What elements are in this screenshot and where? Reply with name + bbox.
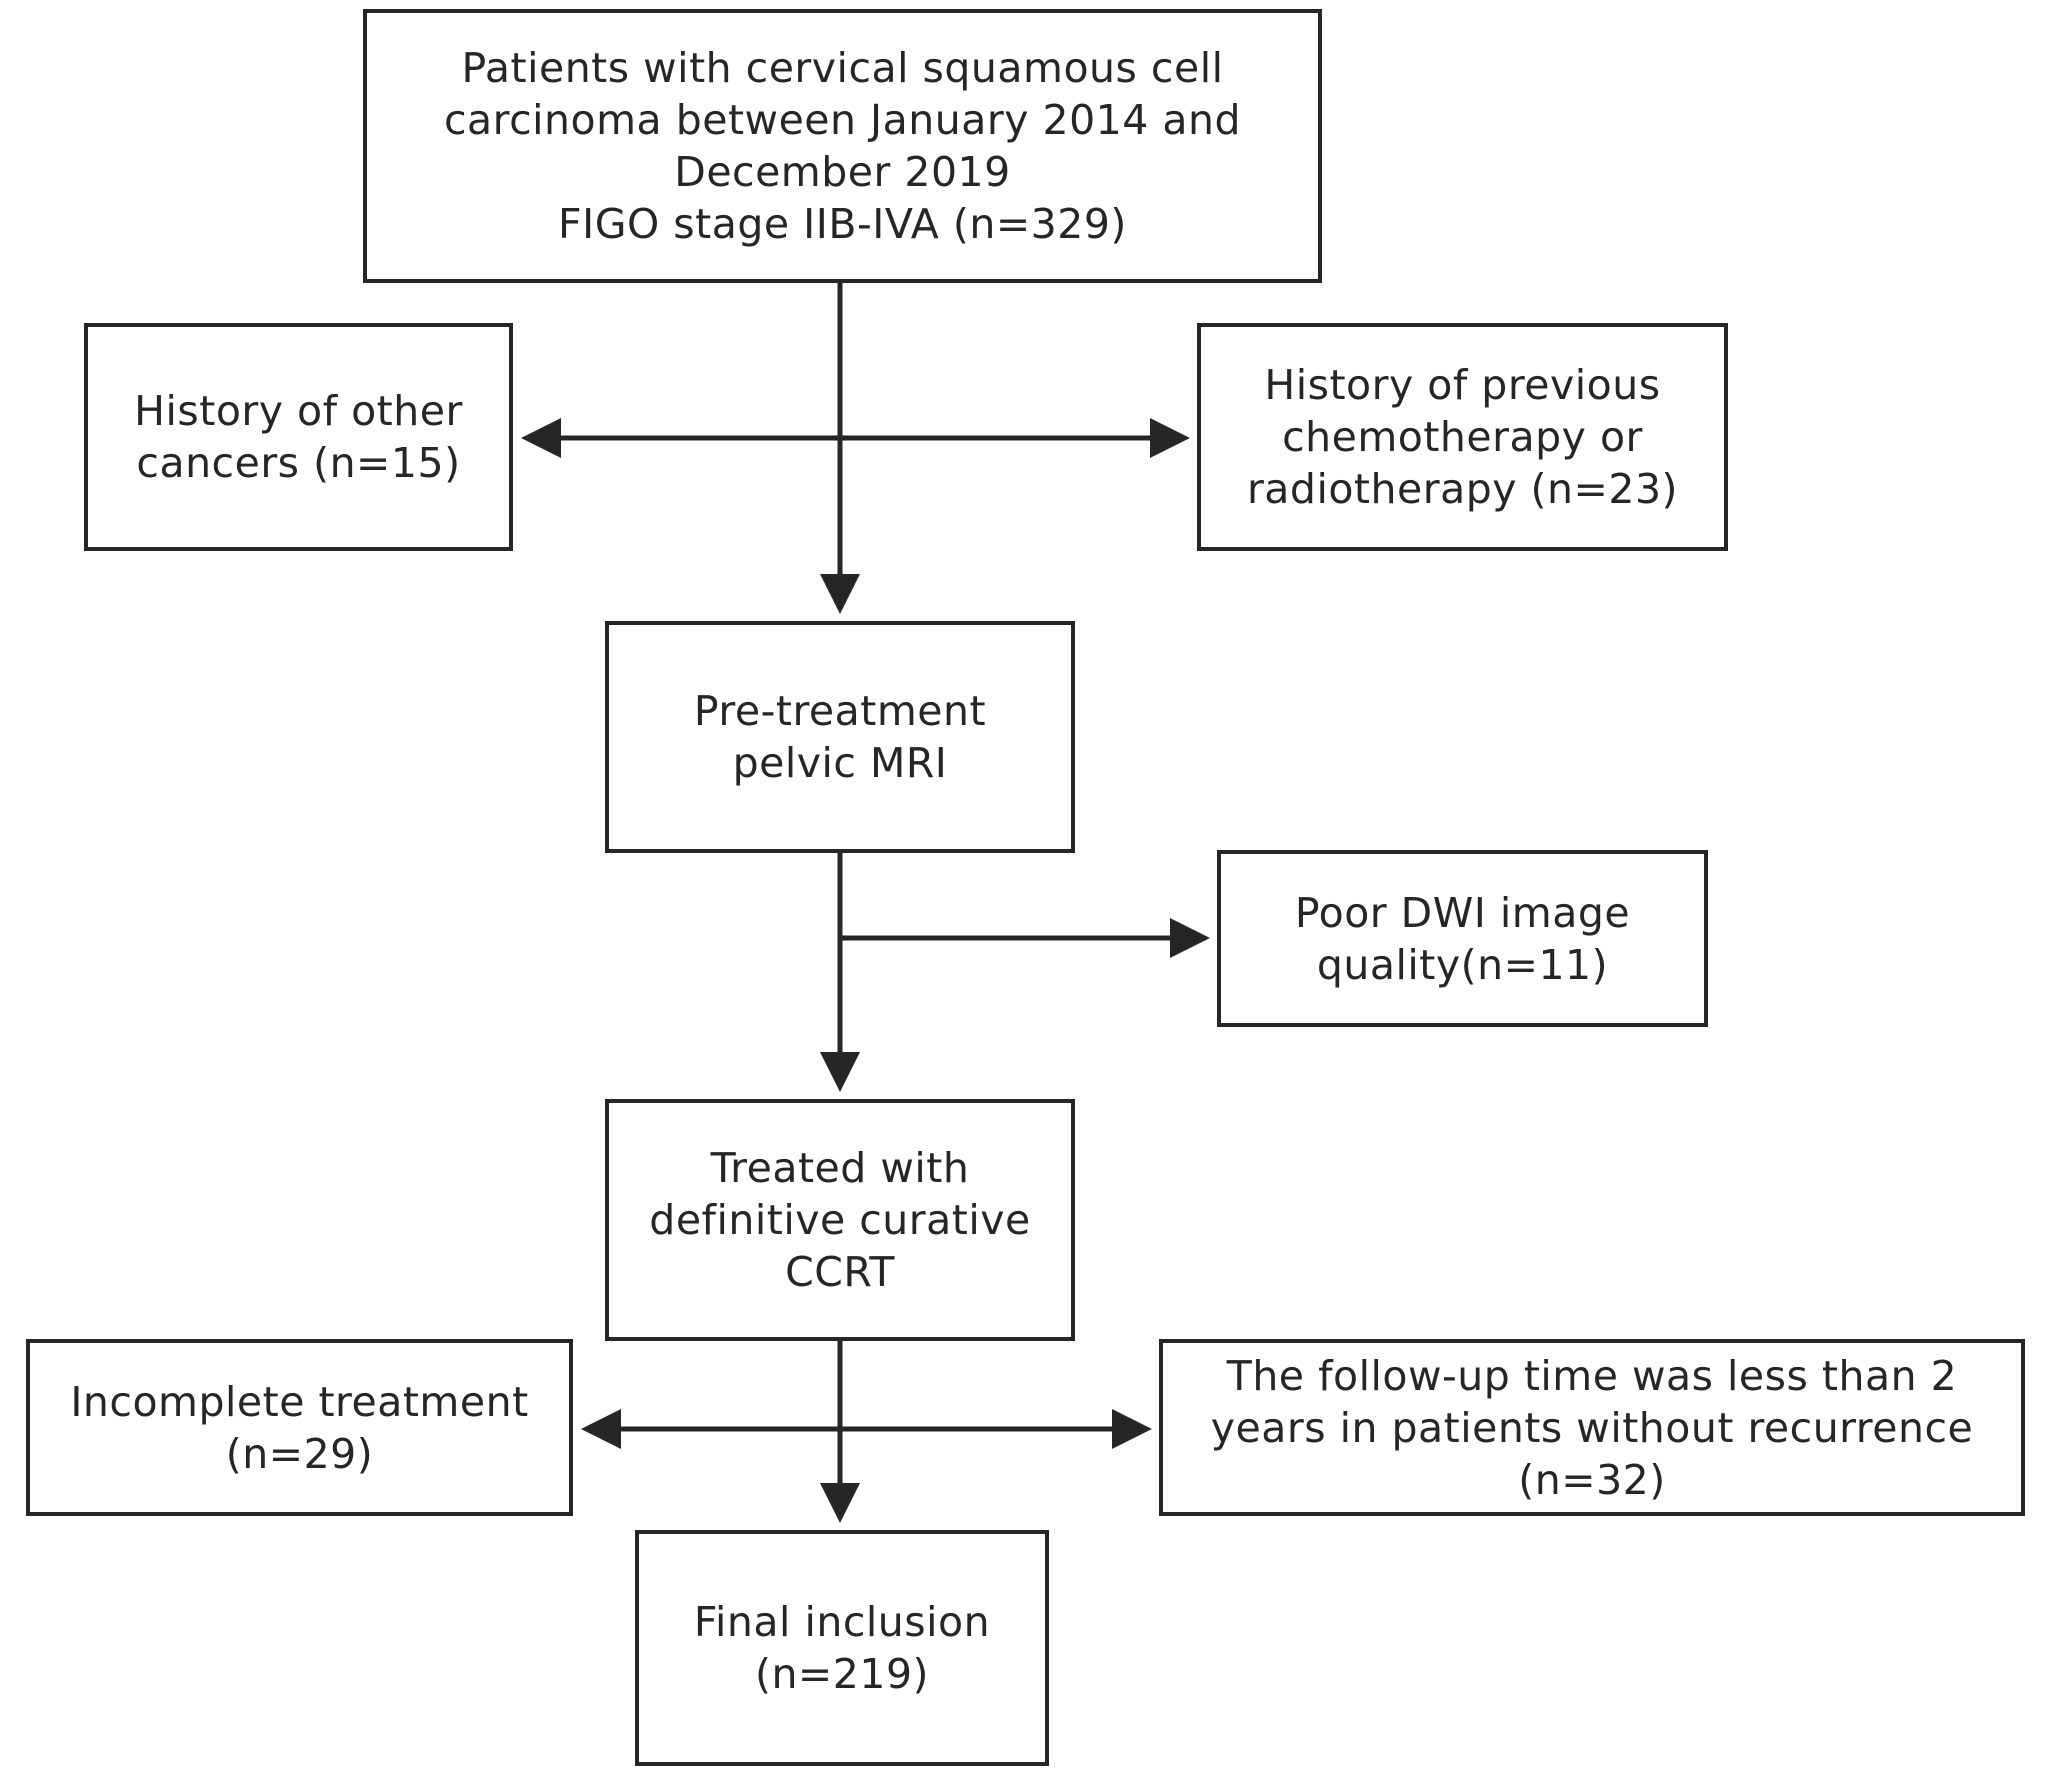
box-final-inclusion: Final inclusion (n=219) — [635, 1530, 1049, 1766]
box-patients-cohort-text: Patients with cervical squamous cell car… — [444, 42, 1241, 250]
box-text-line: Poor DWI image — [1294, 888, 1631, 937]
box-pretreatment-mri-text: Pre-treatment pelvic MRI — [694, 685, 986, 789]
box-exclusion-previous-treatment-text: History of previous chemotherapy or radi… — [1247, 359, 1678, 515]
box-text-line: (n=32) — [1518, 1455, 1666, 1504]
box-exclusion-incomplete-treatment-text: Incomplete treatment (n=29) — [70, 1376, 528, 1480]
box-text-line: Final inclusion — [693, 1598, 991, 1646]
box-text-line: definitive curative — [649, 1196, 1031, 1244]
box-exclusion-short-followup-text: The follow-up time was less than 2 years… — [1211, 1350, 1974, 1506]
box-text-line: pelvic MRI — [732, 739, 948, 787]
box-pretreatment-mri: Pre-treatment pelvic MRI — [605, 621, 1075, 853]
box-text-line: carcinoma between January 2014 and — [443, 96, 1242, 144]
box-text-line: radiotherapy (n=23) — [1246, 465, 1679, 513]
box-text-line: December 2019 — [674, 148, 1011, 196]
box-exclusion-poor-dwi-text: Poor DWI image quality(n=11) — [1295, 887, 1630, 991]
box-text-line: years in patients without recurrence — [1210, 1403, 1974, 1452]
box-text-line: quality(n=11) — [1316, 940, 1609, 989]
box-text-line: Patients with cervical squamous cell — [461, 44, 1224, 92]
box-exclusion-short-followup: The follow-up time was less than 2 years… — [1159, 1339, 2025, 1516]
box-exclusion-previous-treatment: History of previous chemotherapy or radi… — [1197, 323, 1728, 551]
box-exclusion-other-cancers: History of other cancers (n=15) — [84, 323, 513, 551]
box-exclusion-other-cancers-text: History of other cancers (n=15) — [134, 385, 463, 489]
box-text-line: Incomplete treatment — [70, 1377, 529, 1426]
box-exclusion-incomplete-treatment: Incomplete treatment (n=29) — [26, 1339, 573, 1516]
box-patients-cohort: Patients with cervical squamous cell car… — [363, 9, 1322, 283]
box-text-line: History of previous — [1264, 361, 1661, 409]
box-text-line: The follow-up time was less than 2 — [1226, 1351, 1958, 1400]
box-text-line: History of other — [134, 387, 463, 435]
box-text-line: CCRT — [785, 1248, 895, 1296]
box-text-line: Treated with — [710, 1144, 970, 1192]
box-text-line: chemotherapy or — [1282, 413, 1643, 461]
box-text-line: (n=29) — [225, 1429, 374, 1478]
box-text-line: FIGO stage IIB-IVA (n=329) — [558, 200, 1127, 248]
box-treated-ccrt: Treated with definitive curative CCRT — [605, 1099, 1075, 1341]
box-text-line: cancers (n=15) — [136, 439, 461, 487]
box-treated-ccrt-text: Treated with definitive curative CCRT — [649, 1142, 1030, 1298]
box-text-line: Pre-treatment — [693, 687, 987, 735]
box-final-inclusion-text: Final inclusion (n=219) — [694, 1596, 990, 1700]
box-exclusion-poor-dwi: Poor DWI image quality(n=11) — [1217, 850, 1708, 1027]
box-text-line: (n=219) — [754, 1650, 930, 1698]
